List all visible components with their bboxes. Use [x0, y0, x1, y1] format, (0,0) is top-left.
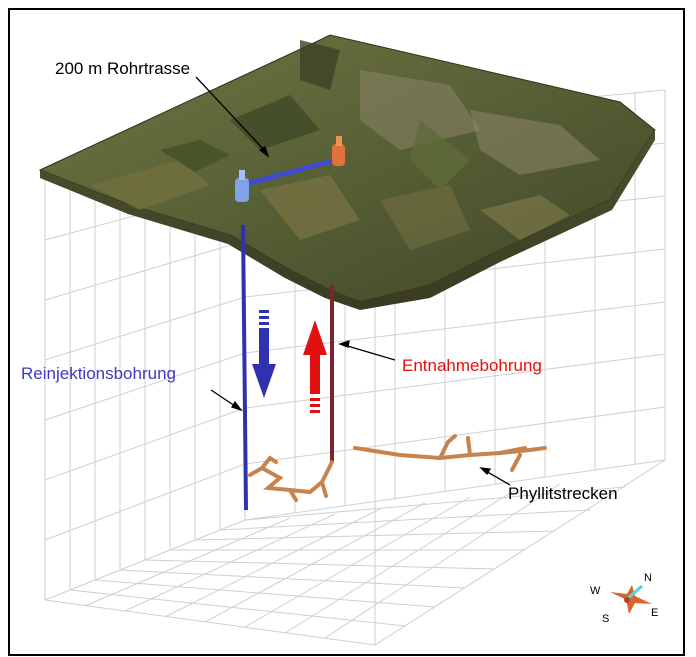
compass-west-label: W [590, 585, 601, 597]
grid-floor [44, 459, 666, 646]
phyllite-galleries [248, 434, 547, 502]
figure-border [8, 8, 685, 656]
compass-rose-icon [610, 584, 652, 614]
phyllite-galleries-label: Phyllitstrecken [508, 484, 618, 503]
extraction-wellhead-icon [332, 136, 345, 166]
pipeline [241, 157, 337, 188]
compass-north-label: N [644, 572, 652, 584]
up-flow-arrow-icon [303, 320, 327, 413]
down-flow-arrow-icon [252, 310, 276, 398]
reinjection-well-label: Reinjektionsbohrung [21, 364, 176, 383]
terrain-surface [38, 34, 656, 310]
callout-lines [195, 76, 511, 486]
compass-east-label: E [651, 607, 659, 619]
compass-south-label: S [602, 613, 610, 625]
extraction-well-label: Entnahmebohrung [402, 356, 542, 375]
reinjection-well [241, 224, 248, 511]
reinjection-wellhead-icon [235, 170, 249, 202]
pipeline-label: 200 m Rohrtrasse [55, 59, 191, 78]
